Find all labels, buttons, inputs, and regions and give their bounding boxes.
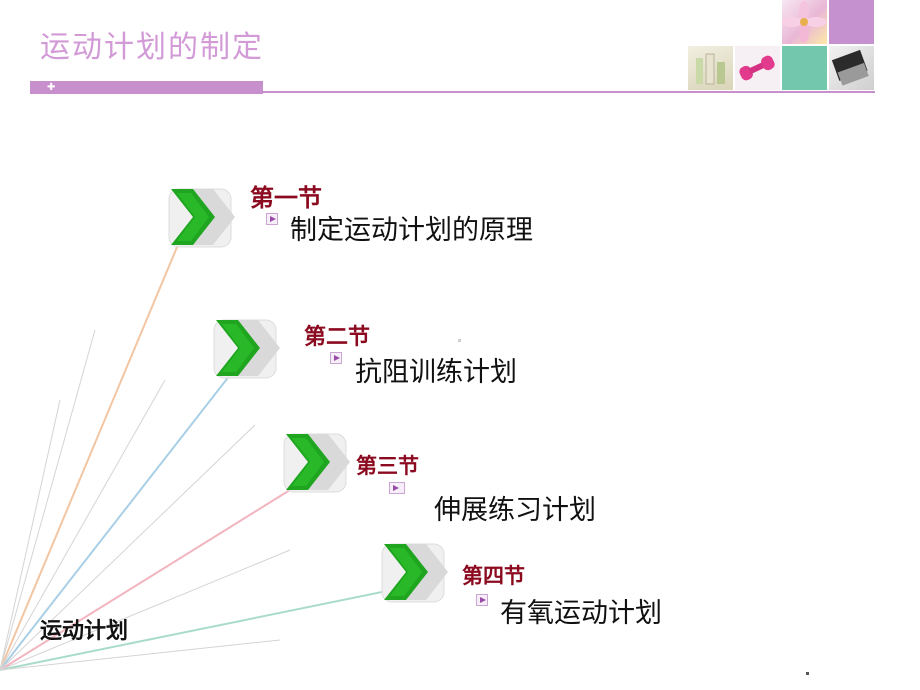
bullet-arrow-icon <box>266 213 278 225</box>
bullet-arrow-icon <box>476 594 488 606</box>
section-label: 第三节 <box>356 453 419 478</box>
header-divider <box>263 91 875 93</box>
decorative-dot <box>458 339 461 342</box>
compact-mirror-image <box>829 46 874 90</box>
plus-icon: ✚ <box>47 82 56 93</box>
chevron-arrow-icon <box>210 316 285 380</box>
chevron-arrow-icon <box>378 540 453 604</box>
section-title[interactable]: 制定运动计划的原理 <box>290 215 533 246</box>
section-label: 第一节 <box>250 183 322 212</box>
lily-flower-image <box>781 0 827 44</box>
teal-tile <box>782 46 827 90</box>
dumbbell-image <box>735 46 780 90</box>
page-title: 运动计划的制定 <box>40 30 264 65</box>
section-title[interactable]: 有氧运动计划 <box>500 598 662 629</box>
section-title[interactable]: 抗阻训练计划 <box>355 357 517 388</box>
cosmetics-bottles-image <box>688 46 733 90</box>
section-title[interactable]: 伸展练习计划 <box>434 495 596 526</box>
chevron-arrow-icon <box>165 185 240 249</box>
chevron-arrow-icon <box>280 430 355 494</box>
header-bar <box>30 81 263 94</box>
section-label: 第四节 <box>462 563 525 588</box>
purple-tile <box>829 0 874 44</box>
decorative-dot <box>806 672 809 675</box>
corner-label: 运动计划 <box>40 619 129 644</box>
bullet-arrow-icon <box>330 352 342 364</box>
section-label: 第二节 <box>304 324 371 350</box>
bullet-arrow-icon <box>389 482 405 494</box>
